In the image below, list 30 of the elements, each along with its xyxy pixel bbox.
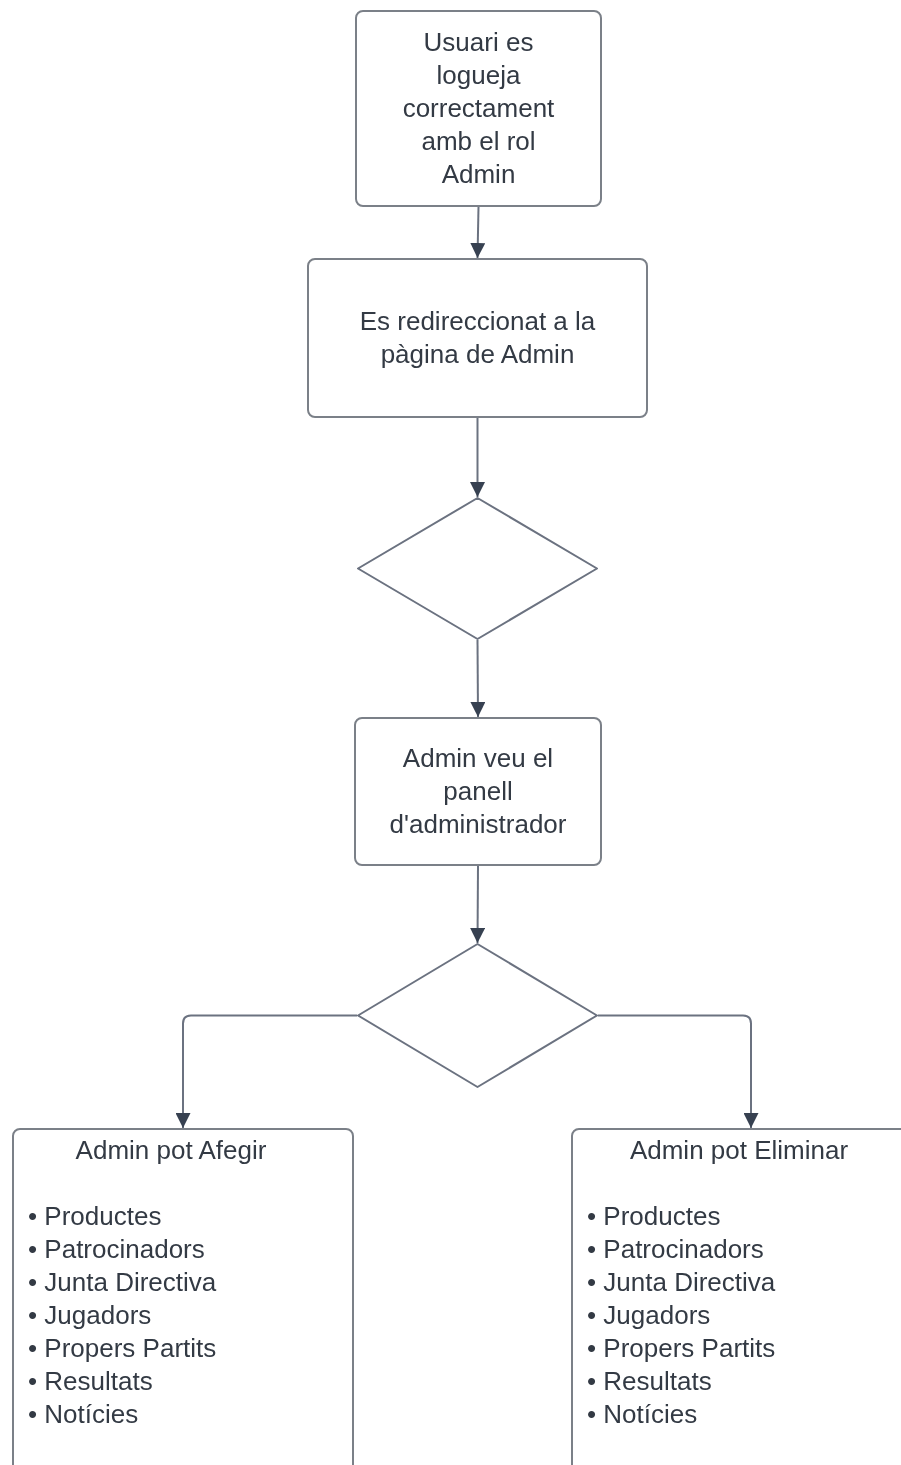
list-item: • Propers Partits [28,1333,217,1363]
arrow [470,865,486,944]
arrow [470,639,486,718]
list-item: • Junta Directiva [587,1267,776,1297]
arrow [470,206,486,259]
list-item: • Resultats [587,1366,712,1396]
process-box [307,258,648,418]
list-item: • Patrocinadors [587,1234,764,1264]
process-box [354,717,602,866]
list-item: • Jugadors [28,1300,152,1330]
process-box [355,10,602,207]
list-item: • Resultats [28,1366,153,1396]
box-text: Usuari es logueja correctament amb el rol Admin [401,26,556,191]
list-item: • Junta Directiva [28,1267,217,1297]
list-item: • Jugadors [587,1300,711,1330]
box-text: Admin veu el panell d'administrador [388,742,568,841]
arrow [175,1014,358,1129]
arrow [597,1014,759,1129]
process-box [571,1128,901,1465]
list-item: • Notícies [587,1399,698,1429]
box-heading: Admin pot Afegir [75,1135,267,1165]
list-item: • Productes [587,1201,721,1231]
list-item: • Productes [28,1201,162,1231]
list-item: • Propers Partits [587,1333,776,1363]
list-item: • Notícies [28,1399,139,1429]
arrow [470,417,485,498]
list-item: • Patrocinadors [28,1234,205,1264]
box-text: Es redireccionat a la pàgina de Admin [358,305,597,371]
box-heading: Admin pot Eliminar [629,1135,849,1165]
process-box [12,1128,354,1465]
